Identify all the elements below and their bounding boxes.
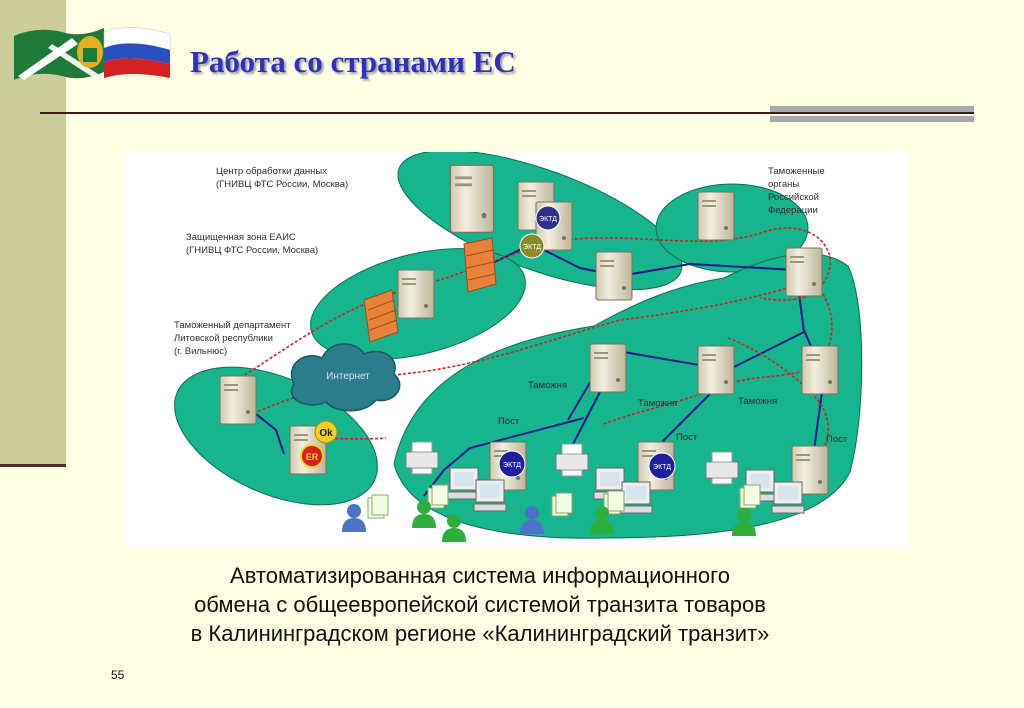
firewall-icon — [363, 289, 399, 343]
label-internet: Интернет — [326, 371, 370, 382]
svg-text:ER: ER — [306, 452, 319, 462]
ektd-badge-icon: ЭКТД — [648, 452, 676, 480]
label-russia-3: Российской — [768, 192, 819, 203]
diagram-labels: Центр обработки данных (ГНИВЦ ФТС России… — [174, 166, 848, 445]
left-decor-rule — [0, 464, 66, 467]
label-ektd: ЭКТД — [653, 464, 671, 471]
title-divider-bar — [770, 116, 974, 122]
title-divider — [40, 112, 974, 114]
title-divider-bar — [770, 106, 974, 112]
label-russia-4: Федерации — [768, 205, 818, 216]
internet-cloud-icon: Интернет — [290, 343, 401, 412]
emblem-icon — [77, 36, 103, 68]
document-icon — [367, 494, 389, 519]
server-icon — [449, 164, 495, 234]
label-lithuania-1: Таможенный департамент — [174, 320, 291, 331]
document-icon — [427, 484, 449, 509]
svg-text:Ok: Ok — [319, 428, 333, 439]
left-decor-band — [0, 0, 66, 464]
label-data-center-2: (ГНИВЦ ФТС России, Москва) — [216, 179, 348, 190]
document-icon — [551, 492, 573, 517]
server-icon — [697, 191, 735, 241]
er-badge-icon: ER — [300, 444, 324, 468]
label-secure-zone-2: (ГНИВЦ ФТС России, Москва) — [186, 245, 318, 256]
server-icon — [397, 269, 435, 319]
ektd-badge-icon: ЭКТД — [535, 205, 561, 231]
label-secure-zone-1: Защищенная зона ЕАИС — [186, 232, 296, 243]
server-icon — [595, 251, 633, 301]
russian-flag-icon — [103, 27, 171, 78]
caption-line: обмена с общеевропейской системой транзи… — [194, 592, 766, 617]
label-russia-2: органы — [768, 179, 799, 190]
slide-title: Работа со странами ЕС — [190, 44, 516, 79]
workstation-icon — [447, 467, 481, 500]
label-ektd: ЭКТД — [523, 244, 541, 251]
ok-badge-icon: Ok — [314, 420, 338, 444]
network-diagram: Интернет ЭКТД ЭКТД ЭКТД ЭКТД Ok ER — [124, 152, 908, 548]
label-customs: Таможня — [528, 380, 567, 391]
label-lithuania-2: Литовской республики — [174, 333, 273, 344]
label-data-center-1: Центр обработки данных — [216, 166, 327, 177]
customs-flag-logo — [14, 27, 171, 80]
workstation-icon — [473, 479, 507, 512]
caption-line: в Калининградском регионе «Калининградск… — [190, 621, 770, 646]
label-lithuania-3: (г. Вильнюс) — [174, 346, 227, 357]
ektd-badge-icon: ЭКТД — [498, 450, 526, 478]
server-icon — [801, 345, 839, 395]
label-post: Пост — [826, 434, 848, 445]
workstation-icon — [771, 481, 805, 514]
ektd-badge-icon: ЭКТД — [519, 233, 545, 259]
firewall-icon — [463, 237, 497, 293]
page-number: 55 — [111, 668, 125, 682]
label-post: Пост — [676, 432, 698, 443]
server-icon — [589, 343, 627, 393]
label-ektd: ЭКТД — [503, 462, 521, 469]
label-customs: Таможня — [638, 398, 677, 409]
slide-caption: Автоматизированная система информационно… — [120, 561, 840, 648]
workstation-icon — [619, 481, 653, 514]
caption-line: Автоматизированная система информационно… — [230, 563, 730, 588]
label-customs: Таможня — [738, 396, 777, 407]
server-icon — [785, 247, 823, 297]
document-icon — [739, 484, 761, 509]
server-icon — [219, 375, 257, 425]
server-icon — [697, 345, 735, 395]
label-post: Пост — [498, 416, 520, 427]
label-russia-1: Таможенные — [768, 166, 825, 177]
label-ektd: ЭКТД — [539, 216, 557, 223]
